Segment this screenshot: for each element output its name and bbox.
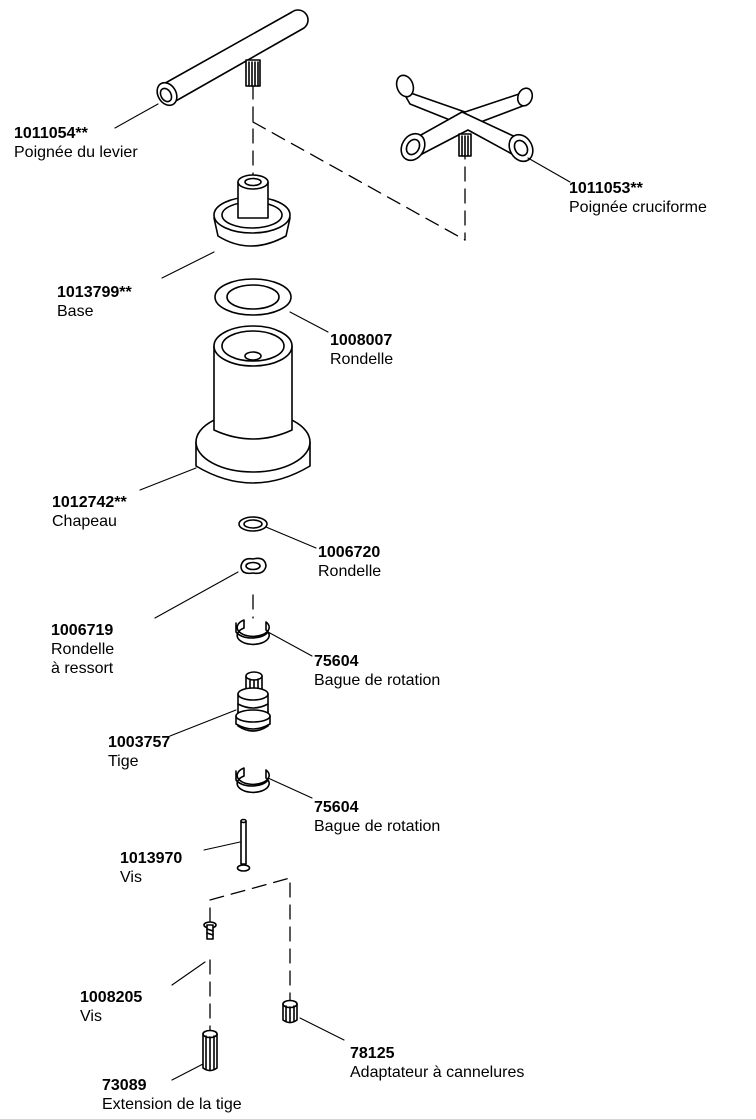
part-number: 1011053** — [569, 180, 643, 197]
part-name: Chapeau — [52, 513, 117, 530]
callout-screw-small: 1008205 Vis — [80, 988, 142, 1026]
screw-long-drawing — [236, 818, 251, 872]
rotation-ring-upper-drawing — [235, 619, 270, 646]
callout-splined-adapter: 78125 Adaptateur à cannelures — [350, 1044, 524, 1082]
bonnet-drawing — [195, 325, 311, 484]
base-drawing — [213, 174, 291, 247]
part-number: 73089 — [102, 1077, 147, 1094]
splined-adapter-drawing — [282, 999, 298, 1024]
part-name: Extension de la tige — [102, 1096, 242, 1113]
part-number: 1008205 — [80, 989, 143, 1006]
stem-drawing — [235, 671, 271, 732]
part-name: Rondelle — [318, 563, 382, 580]
part-name: Poignée du levier — [14, 144, 138, 161]
part-number: 1013799** — [57, 284, 132, 301]
part-name: Vis — [120, 869, 142, 886]
assembly-guide-lines — [209, 84, 466, 1031]
part-name: Rondelle — [330, 351, 394, 368]
part-number: 1012742** — [52, 494, 127, 511]
callout-spring-washer: 1006719 Rondelle à ressort — [51, 621, 114, 678]
callout-bonnet: 1012742** Chapeau — [52, 493, 127, 531]
part-name: Rondelle — [51, 641, 115, 658]
part-name: Tige — [108, 753, 139, 770]
part-number: 1013970 — [120, 850, 183, 867]
screw-small-drawing — [203, 921, 217, 940]
part-name: Base — [57, 303, 94, 320]
part-name-line2: à ressort — [51, 660, 114, 677]
part-number: 1011054** — [14, 125, 88, 142]
stem-extension-drawing — [202, 1029, 218, 1072]
callout-rotation-ring-lower: 75604 Bague de rotation — [314, 798, 440, 836]
part-number: 1008007 — [330, 332, 393, 349]
callout-washer-large: 1008007 Rondelle — [330, 331, 393, 369]
part-name: Poignée cruciforme — [569, 199, 707, 216]
part-number: 78125 — [350, 1045, 395, 1062]
callout-stem-extension: 73089 Extension de la tige — [102, 1076, 242, 1114]
leader-lines — [114, 103, 571, 1081]
callout-screw-long: 1013970 Vis — [120, 849, 182, 887]
spring-washer-drawing — [240, 557, 267, 575]
callout-washer-small: 1006720 Rondelle — [318, 543, 381, 581]
part-number: 1006720 — [318, 544, 381, 561]
part-name: Bague de rotation — [314, 818, 441, 835]
rotation-ring-lower-drawing — [235, 767, 270, 794]
lever-handle-drawing — [156, 9, 309, 107]
part-name: Bague de rotation — [314, 672, 441, 689]
part-number: 1003757 — [108, 734, 171, 751]
washer-large-drawing — [214, 278, 292, 316]
part-number: 75604 — [314, 799, 359, 816]
part-name: Vis — [80, 1008, 102, 1025]
part-name: Adaptateur à cannelures — [350, 1064, 525, 1081]
part-number: 1006719 — [51, 622, 114, 639]
callout-cross-handle: 1011053** Poignée cruciforme — [569, 179, 707, 217]
washer-small-drawing — [238, 516, 268, 532]
part-number: 75604 — [314, 653, 359, 670]
callout-stem: 1003757 Tige — [108, 733, 170, 771]
callout-lever-handle: 1011054** Poignée du levier — [14, 124, 138, 162]
cross-handle-drawing — [395, 74, 534, 163]
callout-rotation-ring-upper: 75604 Bague de rotation — [314, 652, 440, 690]
callout-base: 1013799** Base — [57, 283, 132, 321]
